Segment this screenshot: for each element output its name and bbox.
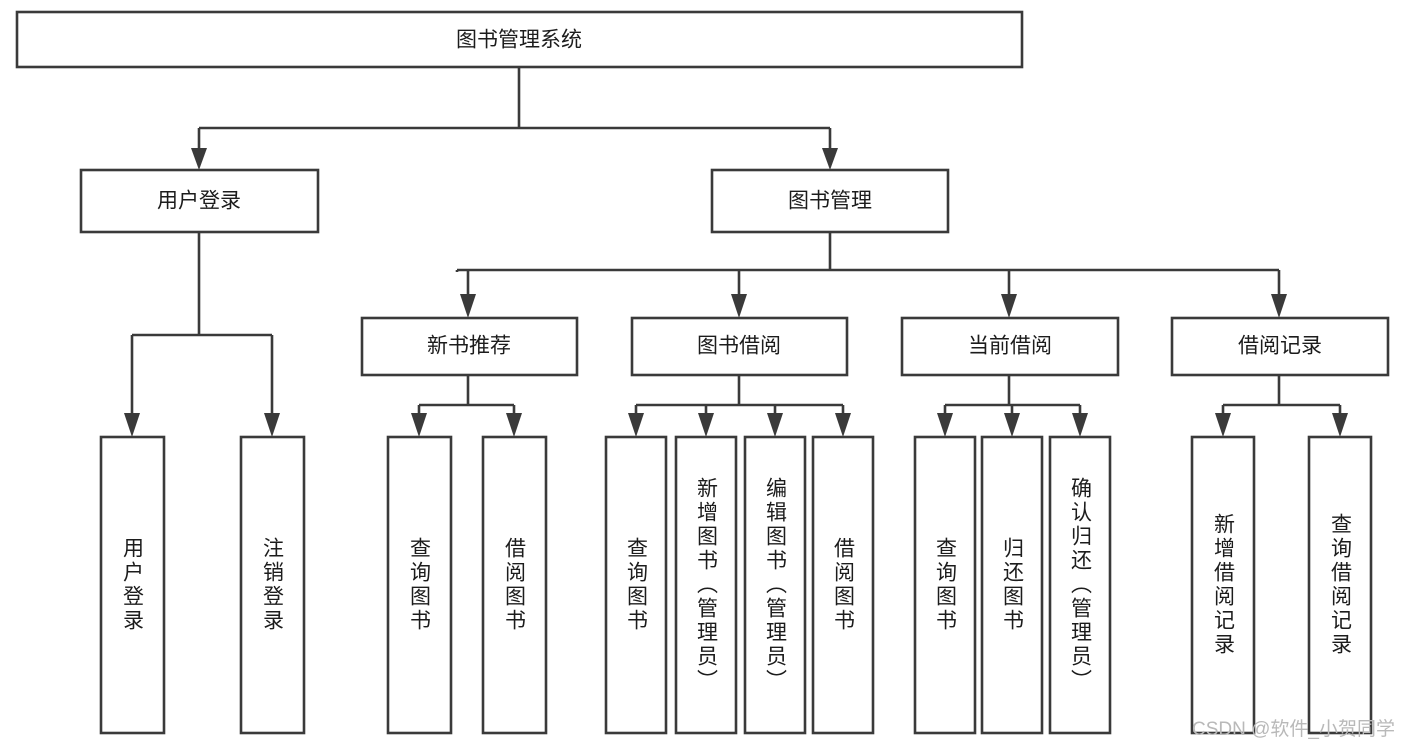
arrow-head-icon: [506, 413, 522, 437]
node-leaf-edit-book-box[interactable]: [743, 435, 807, 735]
node-leaf-confirm-return-box[interactable]: [1048, 435, 1112, 735]
node-leaf-return-book-box[interactable]: [980, 435, 1044, 735]
node-borrow-record[interactable]: 借阅记录: [1170, 316, 1390, 377]
node-leaf-add-record-box[interactable]: [1190, 435, 1256, 735]
node-leaf-query-book-2-label: 查询图书: [625, 537, 649, 633]
node-leaf-add-record[interactable]: 新增借阅记录: [1190, 435, 1256, 735]
node-current-borrow-label: 当前借阅: [968, 335, 1052, 358]
node-user-login-box[interactable]: [79, 168, 320, 234]
node-leaf-borrow-book-2-label: 借阅图书: [832, 537, 856, 633]
node-leaf-return-book[interactable]: 归还图书: [980, 435, 1044, 735]
node-leaf-edit-book[interactable]: 编辑图书（管理员）: [743, 435, 807, 735]
node-book-borrow[interactable]: 图书借阅: [630, 316, 849, 377]
node-leaf-query-record[interactable]: 查询借阅记录: [1307, 435, 1373, 735]
node-leaf-add-book[interactable]: 新增图书（管理员）: [674, 435, 738, 735]
arrow-head-icon: [411, 413, 427, 437]
arrow-head-icon: [731, 294, 747, 318]
node-book-borrow-label: 图书借阅: [697, 335, 781, 358]
node-borrow-record-box[interactable]: [1170, 316, 1390, 377]
node-new-book-recommend[interactable]: 新书推荐: [360, 316, 579, 377]
node-leaf-confirm-return[interactable]: 确认归还（管理员）: [1048, 435, 1112, 735]
arrow-head-icon: [124, 413, 140, 437]
node-borrow-record-label: 借阅记录: [1238, 335, 1322, 358]
node-leaf-query-record-label: 查询借阅记录: [1329, 513, 1353, 657]
connector-layer: [124, 67, 1348, 437]
node-leaf-borrow-book-1-box[interactable]: [481, 435, 548, 735]
arrow-head-icon: [1271, 294, 1287, 318]
node-leaf-logout[interactable]: 注销登录: [239, 435, 306, 735]
node-leaf-logout-label: 注销登录: [261, 537, 285, 633]
node-leaf-edit-book-label: 编辑图书（管理员）: [764, 477, 788, 693]
node-root-box[interactable]: [15, 10, 1024, 69]
node-leaf-query-book-1-box[interactable]: [386, 435, 453, 735]
arrow-head-icon: [628, 413, 644, 437]
watermark: CSDN @软件_小贺同学: [1192, 718, 1395, 740]
arrow-head-icon: [264, 413, 280, 437]
node-leaf-query-book-2[interactable]: 查询图书: [604, 435, 668, 735]
arrow-head-icon: [937, 413, 953, 437]
node-leaf-user-login-box[interactable]: [99, 435, 166, 735]
node-leaf-borrow-book-1[interactable]: 借阅图书: [481, 435, 548, 735]
node-leaf-borrow-book-2[interactable]: 借阅图书: [811, 435, 875, 735]
node-current-borrow[interactable]: 当前借阅: [900, 316, 1120, 377]
node-leaf-user-login[interactable]: 用户登录: [99, 435, 166, 735]
node-new-book-recommend-label: 新书推荐: [427, 335, 511, 358]
node-leaf-query-book-3[interactable]: 查询图书: [913, 435, 977, 735]
node-root[interactable]: 图书管理系统: [15, 10, 1024, 69]
arrow-head-icon: [822, 148, 838, 170]
node-leaf-query-record-box[interactable]: [1307, 435, 1373, 735]
arrow-head-icon: [460, 294, 476, 318]
arrow-head-icon: [1001, 294, 1017, 318]
arrow-head-icon: [1072, 413, 1088, 437]
node-leaf-borrow-book-2-box[interactable]: [811, 435, 875, 735]
node-leaf-confirm-return-label: 确认归还（管理员）: [1069, 477, 1093, 693]
node-leaf-return-book-label: 归还图书: [1001, 537, 1025, 633]
arrow-head-icon: [1004, 413, 1020, 437]
node-book-borrow-box[interactable]: [630, 316, 849, 377]
node-leaf-query-book-3-label: 查询图书: [934, 537, 958, 633]
arrow-head-icon: [767, 413, 783, 437]
node-leaf-add-book-box[interactable]: [674, 435, 738, 735]
node-root-label: 图书管理系统: [456, 29, 582, 52]
node-user-login-label: 用户登录: [157, 190, 241, 213]
node-new-book-recommend-box[interactable]: [360, 316, 579, 377]
node-book-management-label: 图书管理: [788, 190, 872, 213]
arrow-head-icon: [191, 148, 207, 170]
arrow-head-icon: [835, 413, 851, 437]
node-leaf-add-book-label: 新增图书（管理员）: [695, 477, 719, 693]
node-leaf-query-book-1[interactable]: 查询图书: [386, 435, 453, 735]
node-leaf-query-book-1-label: 查询图书: [408, 537, 432, 633]
node-book-management-box[interactable]: [710, 168, 950, 234]
node-leaf-add-record-label: 新增借阅记录: [1212, 513, 1236, 657]
node-current-borrow-box[interactable]: [900, 316, 1120, 377]
arrow-head-icon: [1332, 413, 1348, 437]
node-user-login[interactable]: 用户登录: [79, 168, 320, 234]
node-book-management[interactable]: 图书管理: [710, 168, 950, 234]
node-leaf-user-login-label: 用户登录: [121, 537, 145, 633]
node-leaf-query-book-2-box[interactable]: [604, 435, 668, 735]
node-leaf-borrow-book-1-label: 借阅图书: [503, 537, 527, 633]
node-leaf-query-book-3-box[interactable]: [913, 435, 977, 735]
arrow-head-icon: [698, 413, 714, 437]
node-leaf-logout-box[interactable]: [239, 435, 306, 735]
arrow-head-icon: [1215, 413, 1231, 437]
